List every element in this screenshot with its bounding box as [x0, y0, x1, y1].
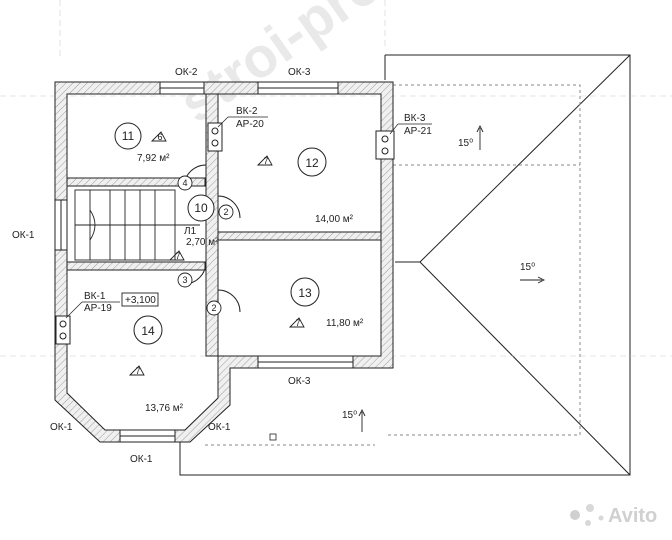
room-13-area: 11,80 м²: [326, 318, 364, 329]
avito-logo: Avito: [570, 504, 657, 527]
vent-label-vk2: ВК-2: [236, 106, 258, 117]
door-number: 3: [182, 275, 187, 285]
staircase: [74, 189, 200, 261]
svg-text:stroi-proekt.ru: stroi-proekt.ru: [168, 0, 518, 134]
room-circles: [114, 122, 327, 345]
vent-label-ar20: АР-20: [236, 119, 264, 130]
door-number: 2: [223, 207, 228, 217]
vent-label-vk1: ВК-1: [84, 291, 106, 302]
watermark: stroi-proekt.ru: [168, 0, 518, 134]
window-label-ok2: ОК-2: [175, 67, 198, 78]
roof-slope: 15⁰: [520, 262, 535, 273]
room-13-number: 13: [298, 286, 312, 300]
level-mark: +3,100: [125, 295, 156, 306]
door-number: 4: [182, 178, 187, 188]
roof-slope: 15⁰: [342, 410, 357, 421]
vent-label-vk3: ВК-3: [404, 113, 426, 124]
room-11-badge: 6: [157, 132, 162, 142]
window-label-ok1-bottom: ОК-1: [130, 454, 153, 465]
window-label-ok1-bottom-right: ОК-1: [208, 422, 231, 433]
door-number: 2: [211, 303, 216, 313]
room-10-number: 10: [194, 201, 208, 215]
stair-badge: 7: [175, 251, 180, 261]
room-14-area: 13,76 м²: [145, 403, 184, 414]
marker-square: [269, 433, 277, 441]
room-12-badge: 7: [263, 156, 268, 166]
windows: [54, 81, 354, 443]
room-12-number: 12: [305, 156, 319, 170]
window-label-ok3-bottom: ОК-3: [288, 376, 311, 387]
vent-blocks: [55, 122, 395, 345]
vent-label-ar21: АР-21: [404, 126, 432, 137]
window-label-ok1-left: ОК-1: [12, 230, 35, 241]
room-12-area: 14,00 м²: [315, 214, 354, 225]
exterior-walls: [54, 81, 394, 443]
room-11-number: 11: [122, 129, 135, 143]
badge-triangles: [128, 131, 305, 376]
room-10-area: 2,70 м²: [186, 237, 219, 248]
vent-label-ar19: АР-19: [84, 303, 112, 314]
room-14-number: 14: [141, 324, 155, 338]
slope-arrows: [358, 124, 546, 432]
level-box: [121, 292, 159, 307]
interior-walls: [66, 93, 382, 357]
avito-logo-text: Avito: [608, 505, 657, 527]
room-13-badge: 7: [295, 318, 300, 328]
room-14-badge: 7: [135, 366, 140, 376]
roof-outline: [179, 54, 631, 476]
window-label-ok3-top: ОК-3: [288, 67, 311, 78]
stair-label: Л1: [184, 226, 197, 237]
leader-lines: [65, 116, 432, 319]
roof-slope: 15⁰: [458, 138, 473, 149]
door-circles: [177, 175, 234, 316]
room-11-area: 7,92 м²: [137, 153, 170, 164]
window-label-ok1-bottom-left: ОК-1: [50, 422, 73, 433]
